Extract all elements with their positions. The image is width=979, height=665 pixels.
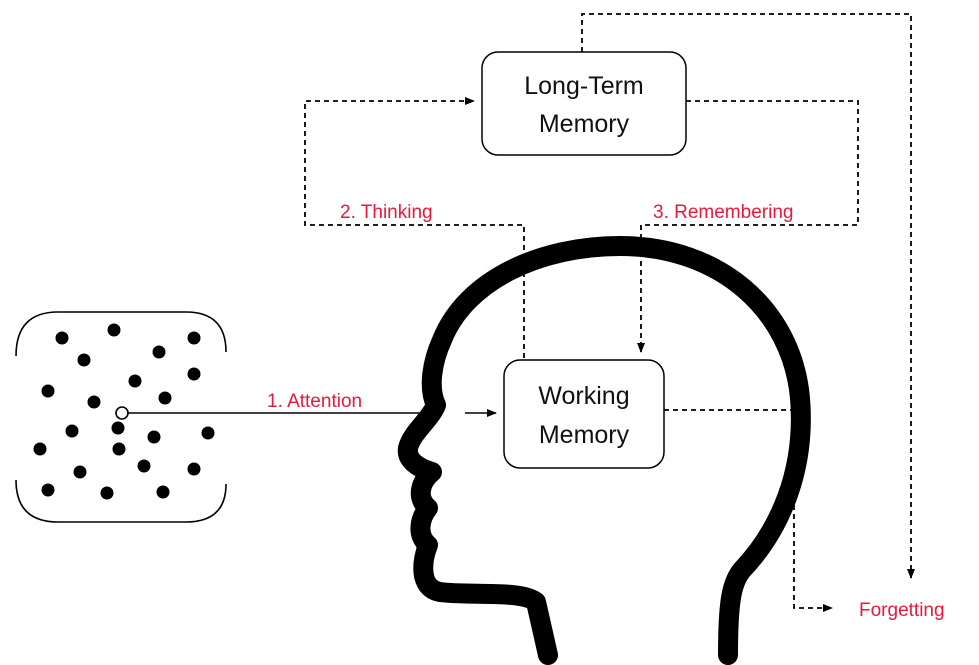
stimulus-dot (112, 442, 126, 456)
ltm-forgetting-path (581, 13, 915, 579)
stimuli-panel (15, 311, 227, 523)
stimulus-dot (65, 424, 79, 438)
stimulus-dot (41, 483, 55, 497)
attention-label: 1. Attention (267, 391, 362, 412)
stimulus-dot (137, 459, 151, 473)
stimuli-dots (33, 323, 215, 500)
stimulus-dot (201, 426, 215, 440)
long-term-memory-line1: Long-Term (524, 72, 644, 100)
working-memory-box: Working Memory (503, 359, 665, 469)
stimulus-dot (187, 331, 201, 345)
remembering-label: 3. Remembering (653, 202, 793, 223)
stimulus-dot (33, 442, 47, 456)
stimulus-dot (152, 345, 166, 359)
stimulus-dot (77, 353, 91, 367)
stimulus-dot (156, 485, 170, 499)
stimulus-dot (128, 374, 142, 388)
long-term-memory-line2: Memory (539, 110, 630, 138)
stimulus-dot (87, 395, 101, 409)
stimulus-dot (111, 421, 125, 435)
stimulus-dot (158, 391, 172, 405)
stimulus-dot (73, 465, 87, 479)
attention-origin-marker (115, 406, 129, 420)
wm-forgetting-path (664, 409, 833, 612)
stimulus-dot (41, 384, 55, 398)
long-term-memory-box: Long-Term Memory (481, 51, 687, 156)
working-memory-line1: Working (538, 382, 629, 410)
stimulus-dot (100, 486, 114, 500)
thinking-path (304, 97, 525, 358)
stimulus-dot (187, 367, 201, 381)
stimulus-dot (107, 323, 121, 337)
head-silhouette (397, 236, 811, 665)
stimulus-dot (147, 430, 161, 444)
stimulus-dot (187, 462, 201, 476)
thinking-label: 2. Thinking (340, 202, 433, 223)
stimuli-bracket-top (15, 311, 227, 357)
working-memory-line2: Memory (539, 421, 630, 449)
stimulus-dot (55, 331, 69, 345)
forgetting-label: Forgetting (859, 600, 945, 621)
stimuli-bracket-bottom (15, 479, 227, 523)
